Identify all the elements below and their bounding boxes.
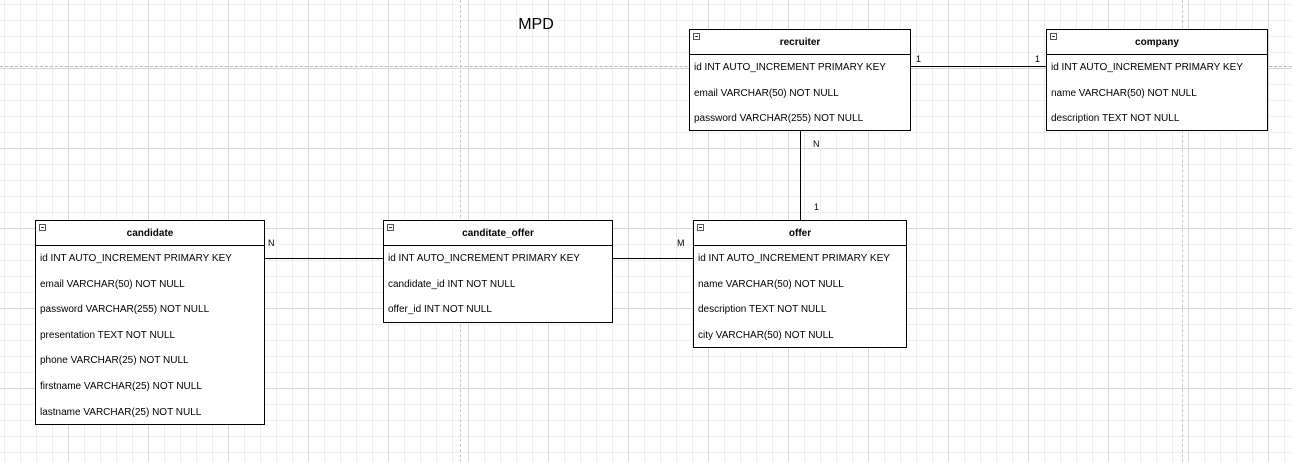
field-row[interactable]: name VARCHAR(50) NOT NULL	[1051, 87, 1197, 99]
field-row[interactable]: email VARCHAR(50) NOT NULL	[694, 87, 839, 99]
field-row[interactable]: id INT AUTO_INCREMENT PRIMARY KEY	[40, 253, 232, 264]
field-row[interactable]: description TEXT NOT NULL	[1051, 113, 1180, 125]
field-row[interactable]: lastname VARCHAR(25) NOT NULL	[40, 406, 202, 418]
entity-candidate[interactable]: candidate id INT AUTO_INCREMENT PRIMARY …	[35, 220, 265, 425]
diagram-title: MPD	[518, 16, 554, 33]
field-row[interactable]: email VARCHAR(50) NOT NULL	[40, 278, 185, 290]
cardinality-label: N	[268, 238, 275, 248]
entity-header[interactable]: canditate_offer	[384, 221, 612, 246]
cardinality-label: N	[813, 139, 820, 149]
relation-line-canditate-offer-offer[interactable]	[613, 258, 694, 259]
guide-line-horizontal	[0, 66, 1292, 67]
field-row[interactable]: password VARCHAR(255) NOT NULL	[694, 113, 864, 125]
entity-header[interactable]: offer	[694, 221, 906, 246]
field-row[interactable]: presentation TEXT NOT NULL	[40, 329, 176, 341]
entity-header[interactable]: recruiter	[690, 30, 910, 55]
collapse-icon[interactable]	[697, 224, 704, 231]
entity-recruiter[interactable]: recruiter id INT AUTO_INCREMENT PRIMARY …	[689, 29, 911, 131]
field-row[interactable]: candidate_id INT NOT NULL	[388, 278, 516, 290]
cardinality-label: 1	[916, 54, 922, 64]
cardinality-label: 1	[1035, 54, 1041, 64]
cardinality-label: M	[677, 238, 685, 248]
collapse-icon[interactable]	[387, 224, 394, 231]
field-row[interactable]: id INT AUTO_INCREMENT PRIMARY KEY	[1051, 62, 1243, 73]
entity-name: canditate_offer	[462, 228, 534, 239]
entity-name: company	[1135, 37, 1179, 48]
entity-header[interactable]: candidate	[36, 221, 264, 246]
relation-line-recruiter-company[interactable]	[911, 66, 1047, 67]
relation-line-candidate-canditate-offer[interactable]	[264, 258, 384, 259]
field-row[interactable]: id INT AUTO_INCREMENT PRIMARY KEY	[698, 253, 890, 264]
field-row[interactable]: id INT AUTO_INCREMENT PRIMARY KEY	[694, 62, 886, 73]
field-row[interactable]: firstname VARCHAR(25) NOT NULL	[40, 380, 202, 392]
collapse-icon[interactable]	[1050, 33, 1057, 40]
field-row[interactable]: password VARCHAR(255) NOT NULL	[40, 304, 210, 316]
entity-canditate-offer[interactable]: canditate_offer id INT AUTO_INCREMENT PR…	[383, 220, 613, 323]
collapse-icon[interactable]	[693, 33, 700, 40]
entity-name: recruiter	[779, 37, 821, 48]
relation-line-recruiter-offer[interactable]	[800, 130, 801, 220]
entity-offer[interactable]: offer id INT AUTO_INCREMENT PRIMARY KEY …	[693, 220, 907, 348]
entity-company[interactable]: company id INT AUTO_INCREMENT PRIMARY KE…	[1046, 29, 1268, 131]
entity-header[interactable]: company	[1047, 30, 1267, 55]
entity-name: offer	[788, 228, 812, 239]
entity-name: candidate	[126, 228, 174, 239]
field-row[interactable]: id INT AUTO_INCREMENT PRIMARY KEY	[388, 253, 580, 264]
field-row[interactable]: description TEXT NOT NULL	[698, 304, 827, 316]
field-row[interactable]: phone VARCHAR(25) NOT NULL	[40, 355, 189, 367]
cardinality-label: 1	[814, 202, 820, 212]
field-row[interactable]: offer_id INT NOT NULL	[388, 304, 492, 316]
field-row[interactable]: name VARCHAR(50) NOT NULL	[698, 278, 844, 290]
field-row[interactable]: city VARCHAR(50) NOT NULL	[698, 329, 834, 341]
collapse-icon[interactable]	[39, 224, 46, 231]
guide-line-vertical	[1182, 0, 1183, 462]
